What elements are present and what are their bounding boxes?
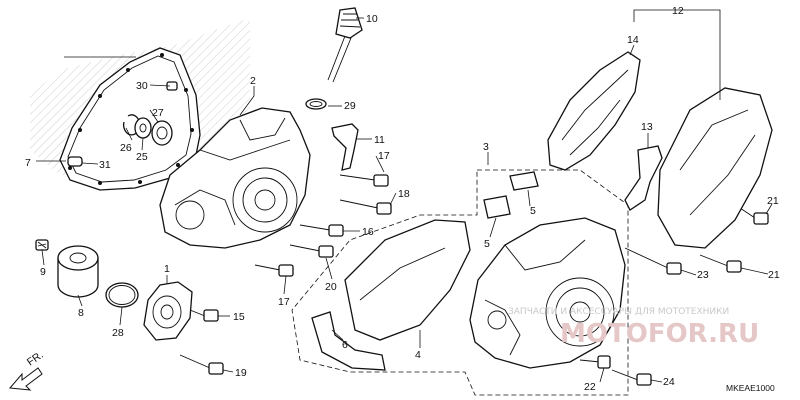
direction-label: FR. xyxy=(25,349,46,369)
callout-26: 26 xyxy=(120,142,132,154)
callout-4: 4 xyxy=(415,349,421,361)
callout-10: 10 xyxy=(366,13,378,25)
callout-9: 9 xyxy=(40,266,46,278)
callout-14: 14 xyxy=(627,34,639,46)
bolt-16 xyxy=(299,224,344,237)
callout-6: 6 xyxy=(342,339,348,351)
callout-21b: 21 xyxy=(768,269,780,281)
bolt-20 xyxy=(289,244,334,258)
left-crankcase-cover xyxy=(159,107,311,249)
callout-1: 1 xyxy=(164,263,170,275)
plate-13 xyxy=(624,145,663,211)
o-ring-29 xyxy=(305,98,327,110)
sprocket-cover-12 xyxy=(657,87,773,249)
rubber-pad-5-lower xyxy=(483,195,511,219)
bolt-15 xyxy=(189,309,219,322)
bolt-18 xyxy=(339,199,392,215)
bolt-17-lower xyxy=(254,264,294,277)
bolt-21-upper xyxy=(739,207,769,225)
callout-18: 18 xyxy=(398,188,410,200)
bolt-19 xyxy=(179,354,224,375)
bolt-17-upper xyxy=(339,174,389,187)
callout-8: 8 xyxy=(78,307,84,319)
front-direction-arrow: FR. xyxy=(8,349,46,391)
right-crankcase-cover xyxy=(469,217,626,369)
sprocket-cover-14 xyxy=(547,51,641,171)
dowel-pin-31 xyxy=(67,156,83,167)
group-3-outline xyxy=(291,169,629,396)
leader-lines xyxy=(36,9,773,383)
callout-21a: 21 xyxy=(767,195,779,207)
callout-13: 13 xyxy=(641,121,653,133)
guide-6 xyxy=(311,311,386,371)
bolt-21-lower xyxy=(699,254,742,273)
callout-17b: 17 xyxy=(278,296,290,308)
callout-5a: 5 xyxy=(530,205,536,217)
oil-filter-cover-1 xyxy=(143,281,193,341)
bolt-22 xyxy=(579,355,611,369)
callout-24: 24 xyxy=(663,376,675,388)
callout-27: 27 xyxy=(152,107,164,119)
oil-filler-cap xyxy=(327,7,363,83)
bolt-24 xyxy=(611,369,652,386)
bolt-23 xyxy=(624,247,682,275)
callout-31: 31 xyxy=(99,159,111,171)
callout-15: 15 xyxy=(233,311,245,323)
watermark-line2: MOTOFOR.RU xyxy=(560,319,759,349)
oil-seal-27 xyxy=(151,120,173,146)
washer-25 xyxy=(134,117,152,139)
callout-17a: 17 xyxy=(378,150,390,162)
callout-20: 20 xyxy=(325,281,337,293)
callout-28: 28 xyxy=(112,327,124,339)
oil-filter-8 xyxy=(57,245,99,298)
watermark-line1: ЗАПЧАСТИ И АКСЕССУАРЫ ДЛЯ МОТОТЕХНИКИ xyxy=(508,307,729,317)
callout-25: 25 xyxy=(136,151,148,163)
callout-11: 11 xyxy=(374,134,385,146)
callout-7: 7 xyxy=(25,157,31,169)
o-ring-28 xyxy=(105,282,139,308)
callout-19: 19 xyxy=(235,367,247,379)
insulator-4 xyxy=(344,219,471,341)
diagram-code: MKEAE1000 xyxy=(726,383,775,393)
rubber-pad-5-upper xyxy=(509,171,539,191)
bracket-11 xyxy=(331,123,359,171)
callout-29: 29 xyxy=(344,100,356,112)
callout-22: 22 xyxy=(584,381,596,393)
callout-3: 3 xyxy=(483,141,489,153)
callout-30: 30 xyxy=(136,80,148,92)
callout-2: 2 xyxy=(250,75,256,87)
callout-5b: 5 xyxy=(484,238,490,250)
callout-16: 16 xyxy=(362,226,374,238)
callout-23: 23 xyxy=(697,269,709,281)
callout-12: 12 xyxy=(672,5,684,17)
spring-9 xyxy=(35,239,49,251)
